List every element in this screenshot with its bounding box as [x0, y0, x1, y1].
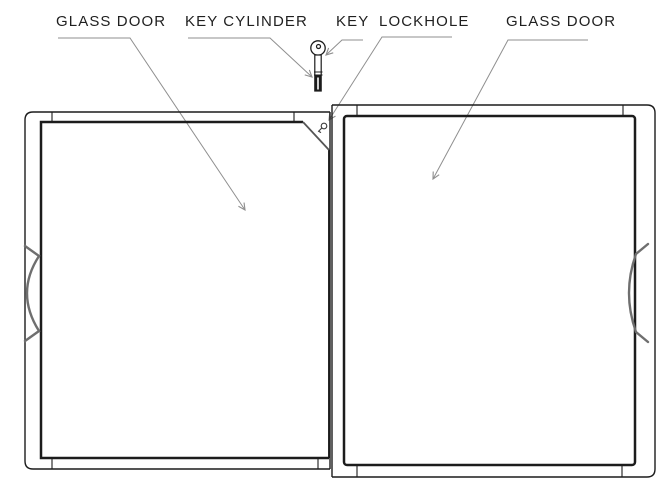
- keyhole-slot: [317, 127, 323, 134]
- left-frame-ticks: [51, 112, 319, 469]
- key-icon: [310, 40, 326, 92]
- label-glass-door-left: GLASS DOOR: [56, 13, 167, 30]
- leader-lockhole: [329, 36, 452, 120]
- left-glass-door-panel: [39, 120, 329, 460]
- keyhole-circle: [320, 122, 328, 130]
- right-frame-ticks: [356, 105, 624, 477]
- leader-glass-door-right: [433, 39, 588, 179]
- cabinet-frames: [24, 104, 656, 478]
- left-frame-outline: [24, 111, 330, 470]
- door-handles: [23, 242, 650, 344]
- right-door-handle: [627, 242, 650, 344]
- right-frame-outline: [332, 104, 656, 478]
- left-door-handle: [23, 244, 41, 343]
- right-glass-door-panel: [342, 114, 637, 467]
- label-glass-door-right: GLASS DOOR: [506, 13, 617, 30]
- keyhole-icon: [317, 122, 328, 134]
- leader-key: [326, 39, 363, 55]
- glass-door-panels: [39, 114, 637, 467]
- callout-leader-lines: [58, 36, 588, 210]
- lock-corner-chamfer: [302, 121, 330, 151]
- label-key: KEY: [336, 13, 370, 30]
- leader-glass-door-left: [58, 37, 245, 210]
- key-head-hole: [315, 43, 322, 50]
- label-lockhole: LOCKHOLE: [379, 13, 470, 30]
- label-key-cylinder: KEY CYLINDER: [185, 13, 308, 30]
- leader-key-cylinder: [188, 37, 312, 77]
- key-collar: [314, 71, 323, 76]
